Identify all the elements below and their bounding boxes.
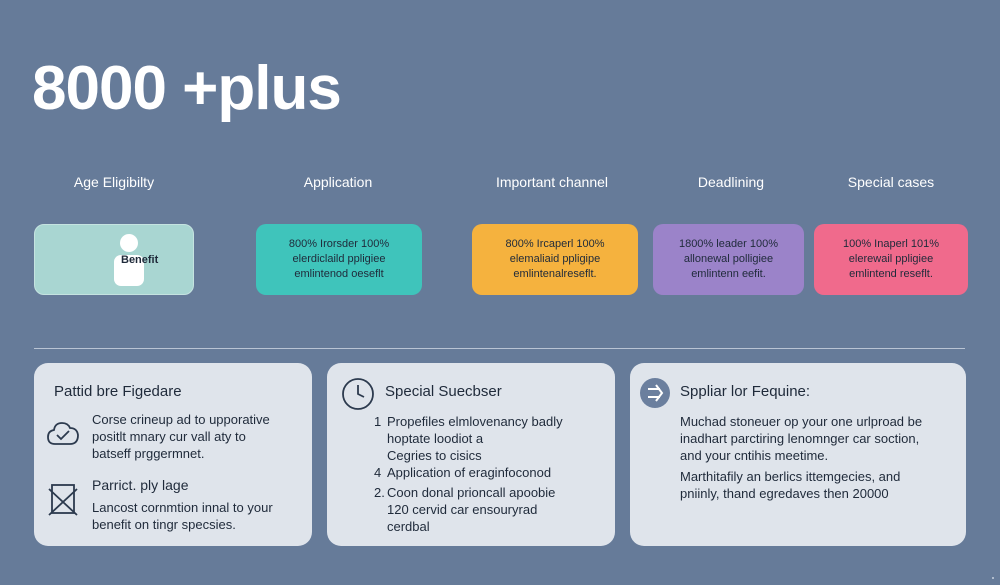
list-item-line: Cegries to cisics <box>387 448 482 463</box>
person-icon <box>114 234 144 286</box>
panel-text-line: Lancost cornmtion innal to your <box>92 500 273 515</box>
special-cases-card[interactable]: 100% Inaperl 101% elerewail ppligiee eml… <box>814 224 968 295</box>
arrow-right-icon[interactable] <box>640 378 670 408</box>
list-item-line: 120 cervid car ensouryrad <box>387 502 538 517</box>
card-line: 800% Ircaperl 100% <box>505 238 605 250</box>
list-item-line: cerdbal <box>387 519 430 534</box>
panel-text-line: pniinly, thand egredaves then 20000 <box>680 486 889 501</box>
panel-text-line: positlt mnary cur vall aty to <box>92 429 246 444</box>
panel-text-line: and your cntihis meetime. <box>680 448 829 463</box>
card-line: 1800% leader 100% <box>678 238 779 250</box>
panel-text-line: batseff prggermnet. <box>92 446 205 461</box>
panel-text-line: Muchad stoneuer op your one urlproad be <box>680 414 923 429</box>
card-line: 800% Irorsder 100% <box>288 238 390 250</box>
list-item-number: 1 <box>374 414 382 429</box>
list-item-line: hoptate loodiot a <box>387 431 484 446</box>
list-item-line: Coon donal prioncall apoobie <box>387 485 556 500</box>
corner-mark <box>992 577 994 579</box>
panel-title: Special Suecbser <box>385 383 502 400</box>
panel-subtitle: Parrict. ply lage <box>92 477 189 493</box>
panel-title: Pattid bre Figedare <box>54 383 182 400</box>
panel-title: Sppliar lor Fequine: <box>680 383 811 400</box>
list-item-number: 4 <box>374 465 382 480</box>
panel-text-line: Corse crineup ad to upporative <box>92 412 270 427</box>
card-line: elerewail ppligiee <box>848 253 934 265</box>
benefit-label: Benefit <box>121 254 159 266</box>
list-item: Coon donal prioncall apoobie 120 cervid … <box>387 484 555 535</box>
list-item: Application of eraginfoconod <box>387 464 551 481</box>
application-card[interactable]: 800% Irorsder 100% elerdiclaild ppligiee… <box>256 224 422 295</box>
card-line: elemaliaid ppligipe <box>509 253 601 265</box>
card-line: emlintend reseflt. <box>849 268 933 280</box>
card-line: allonewal polligiee <box>683 253 774 265</box>
list-item-line: Application of eraginfoconod <box>387 465 552 480</box>
section-divider <box>34 348 965 349</box>
column-heading-special-cases: Special cases <box>847 174 935 190</box>
list-item: Propefiles elmlovenancy badly hoptate lo… <box>387 413 563 464</box>
list-item-number: 2. <box>374 485 385 500</box>
column-heading-age-eligibility: Age Eligibilty <box>73 174 155 190</box>
important-channel-card[interactable]: 800% Ircaperl 100% elemaliaid ppligipe e… <box>472 224 638 295</box>
column-heading-application: Application <box>303 174 373 190</box>
info-panel-3: Sppliar lor Fequine: Muchad stoneuer op … <box>630 363 966 546</box>
cloud-check-icon <box>47 422 79 445</box>
benefit-card[interactable]: Benefit <box>34 224 194 295</box>
page-title: 8000 +plus <box>32 54 342 123</box>
card-line: emlintenalreseflt. <box>513 268 597 280</box>
panel-text-line: Marthitafily an berlics ittemgecies, and <box>680 469 901 484</box>
clock-icon <box>342 378 374 410</box>
card-line: elerdiclaild ppligiee <box>292 253 386 265</box>
card-line: emlintenod oeseflt <box>294 268 384 280</box>
list-item-line: Propefiles elmlovenancy badly <box>387 414 563 429</box>
deadlining-card[interactable]: 1800% leader 100% allonewal polligiee em… <box>653 224 804 295</box>
panel-text-line: inadhart parctiring lenomnger car soctio… <box>680 431 920 446</box>
info-panel-2: Special Suecbser 1 Propefiles elmlovenan… <box>327 363 615 546</box>
column-heading-important-channel: Important channel <box>495 174 609 190</box>
info-panel-1: Pattid bre Figedare Corse crineup ad to … <box>34 363 312 546</box>
panel-text-line: benefit on tingr specsies. <box>92 517 236 532</box>
card-line: 100% Inaperl 101% <box>842 238 939 250</box>
crossed-document-icon <box>48 484 78 516</box>
column-heading-deadlining: Deadlining <box>697 174 765 190</box>
card-line: emlintenn eefit. <box>691 268 766 280</box>
